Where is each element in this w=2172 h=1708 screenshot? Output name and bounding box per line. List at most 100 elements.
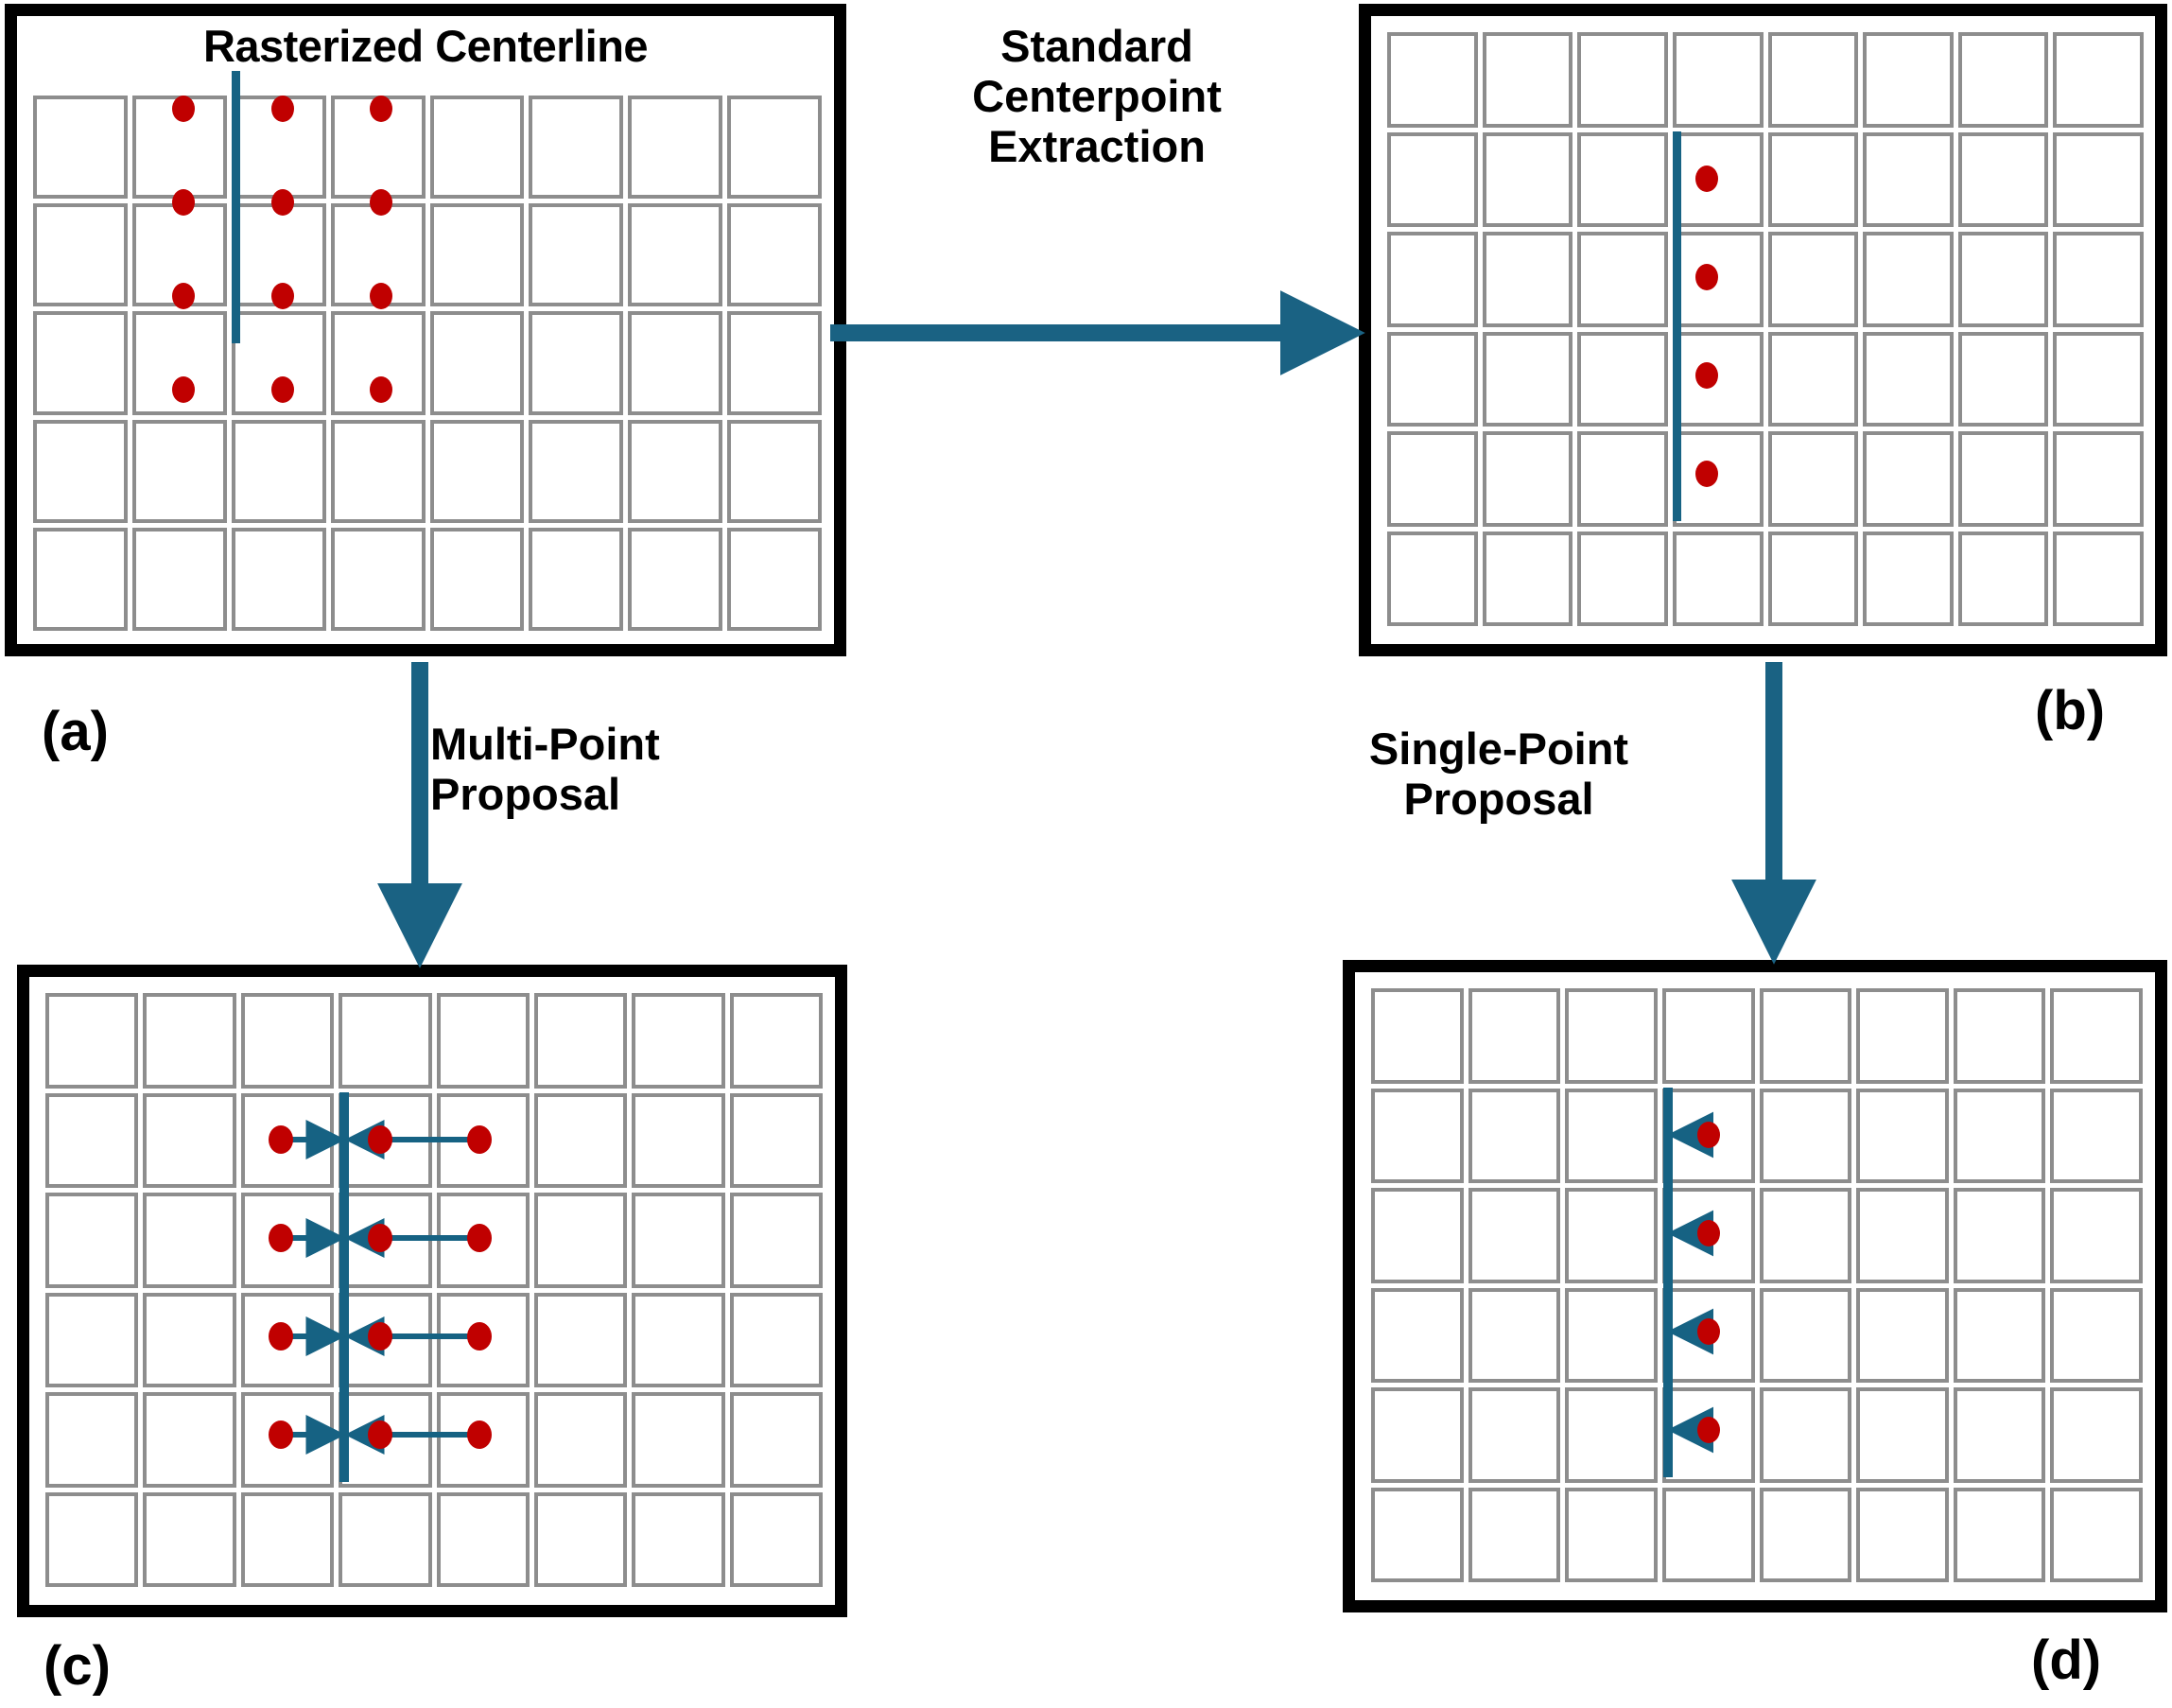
grid-cell [33,203,128,307]
grid-cell [1672,431,1764,527]
grid-cell [1672,32,1764,128]
grid-cell [33,311,128,415]
grid-cell [1767,431,1859,527]
panel-c-multi-point-proposal [17,965,847,1617]
grid-cell [1863,531,1954,626]
grid-cell [628,527,723,631]
grid-cell [1953,1487,2046,1582]
grid-cell [339,1292,432,1387]
panel-d-single-point-proposal [1343,960,2167,1612]
grid-cell [429,96,525,200]
grid-cell [436,1491,530,1587]
grid-cell [1387,531,1478,626]
grid-cell [1767,331,1859,427]
grid-cell [1863,131,1954,227]
grid-cell [429,527,525,631]
grid-cell [1767,232,1859,327]
grid-cell [45,1392,139,1488]
grid-cell [45,1193,139,1288]
grid-cell [729,1491,823,1587]
grid-cell [1863,32,1954,128]
grid-cell [1953,1387,2046,1483]
grid-cell [729,1392,823,1488]
grid-cell [339,1491,432,1587]
grid-cell [240,993,335,1089]
grid-cell [231,96,326,200]
grid-cell [1387,431,1478,527]
grid-cell [529,419,624,523]
grid-cell [240,1491,335,1587]
grid-cell [330,419,426,523]
grid-cell [240,1092,335,1188]
grid-cell [1863,431,1954,527]
grid-cell [45,1092,139,1188]
grid-cell [231,527,326,631]
grid-cell [1387,131,1478,227]
grid-cell [1661,988,1755,1084]
grid-cell [2050,988,2143,1084]
grid-cell [632,1292,725,1387]
grid-cell [628,203,723,307]
grid-cell [1953,1287,2046,1383]
grid-cell [1371,1188,1464,1283]
caption-panel-b: (b) [2035,680,2106,741]
grid-cell [628,96,723,200]
grid-cell [1482,531,1573,626]
panel-b-grid [1387,32,2144,626]
grid-cell [533,1292,628,1387]
grid-cell [1759,988,1852,1084]
grid-cell [131,419,227,523]
grid-cell [2053,32,2144,128]
grid-cell [240,1292,335,1387]
grid-cell [1661,1487,1755,1582]
grid-cell [533,1092,628,1188]
grid-cell [2053,232,2144,327]
grid-cell [628,419,723,523]
grid-cell [1371,1387,1464,1483]
caption-panel-d: (d) [2031,1630,2102,1691]
grid-cell [1957,531,2049,626]
grid-cell [1371,1287,1464,1383]
grid-cell [533,1392,628,1488]
grid-cell [1759,1188,1852,1283]
grid-cell [1565,1088,1658,1183]
grid-cell [632,1193,725,1288]
grid-cell [1759,1487,1852,1582]
grid-cell [529,203,624,307]
panel-c-grid [45,993,823,1587]
grid-cell [2050,1287,2143,1383]
panel-d-grid [1371,988,2143,1582]
grid-cell [1577,331,1668,427]
grid-cell [1661,1188,1755,1283]
grid-cell [632,1491,725,1587]
grid-cell [1482,131,1573,227]
grid-cell [1863,232,1954,327]
grid-cell [436,993,530,1089]
grid-cell [1856,1287,1949,1383]
grid-cell [1565,1188,1658,1283]
grid-cell [1387,331,1478,427]
grid-cell [1672,232,1764,327]
flow-label-multi-point-proposal: Multi-Point Proposal [430,719,660,820]
grid-cell [1482,431,1573,527]
grid-cell [1565,1287,1658,1383]
grid-cell [1468,1387,1561,1483]
grid-cell [727,96,822,200]
grid-cell [143,1193,236,1288]
grid-cell [2053,331,2144,427]
grid-cell [240,1392,335,1488]
grid-cell [231,203,326,307]
grid-cell [1856,1188,1949,1283]
grid-cell [143,1392,236,1488]
grid-cell [533,993,628,1089]
grid-cell [436,1092,530,1188]
grid-cell [1759,1287,1852,1383]
grid-cell [727,203,822,307]
grid-cell [727,419,822,523]
grid-cell [1863,331,1954,427]
panel-a-grid [33,96,822,631]
grid-cell [143,1491,236,1587]
grid-cell [330,203,426,307]
grid-cell [1759,1387,1852,1483]
